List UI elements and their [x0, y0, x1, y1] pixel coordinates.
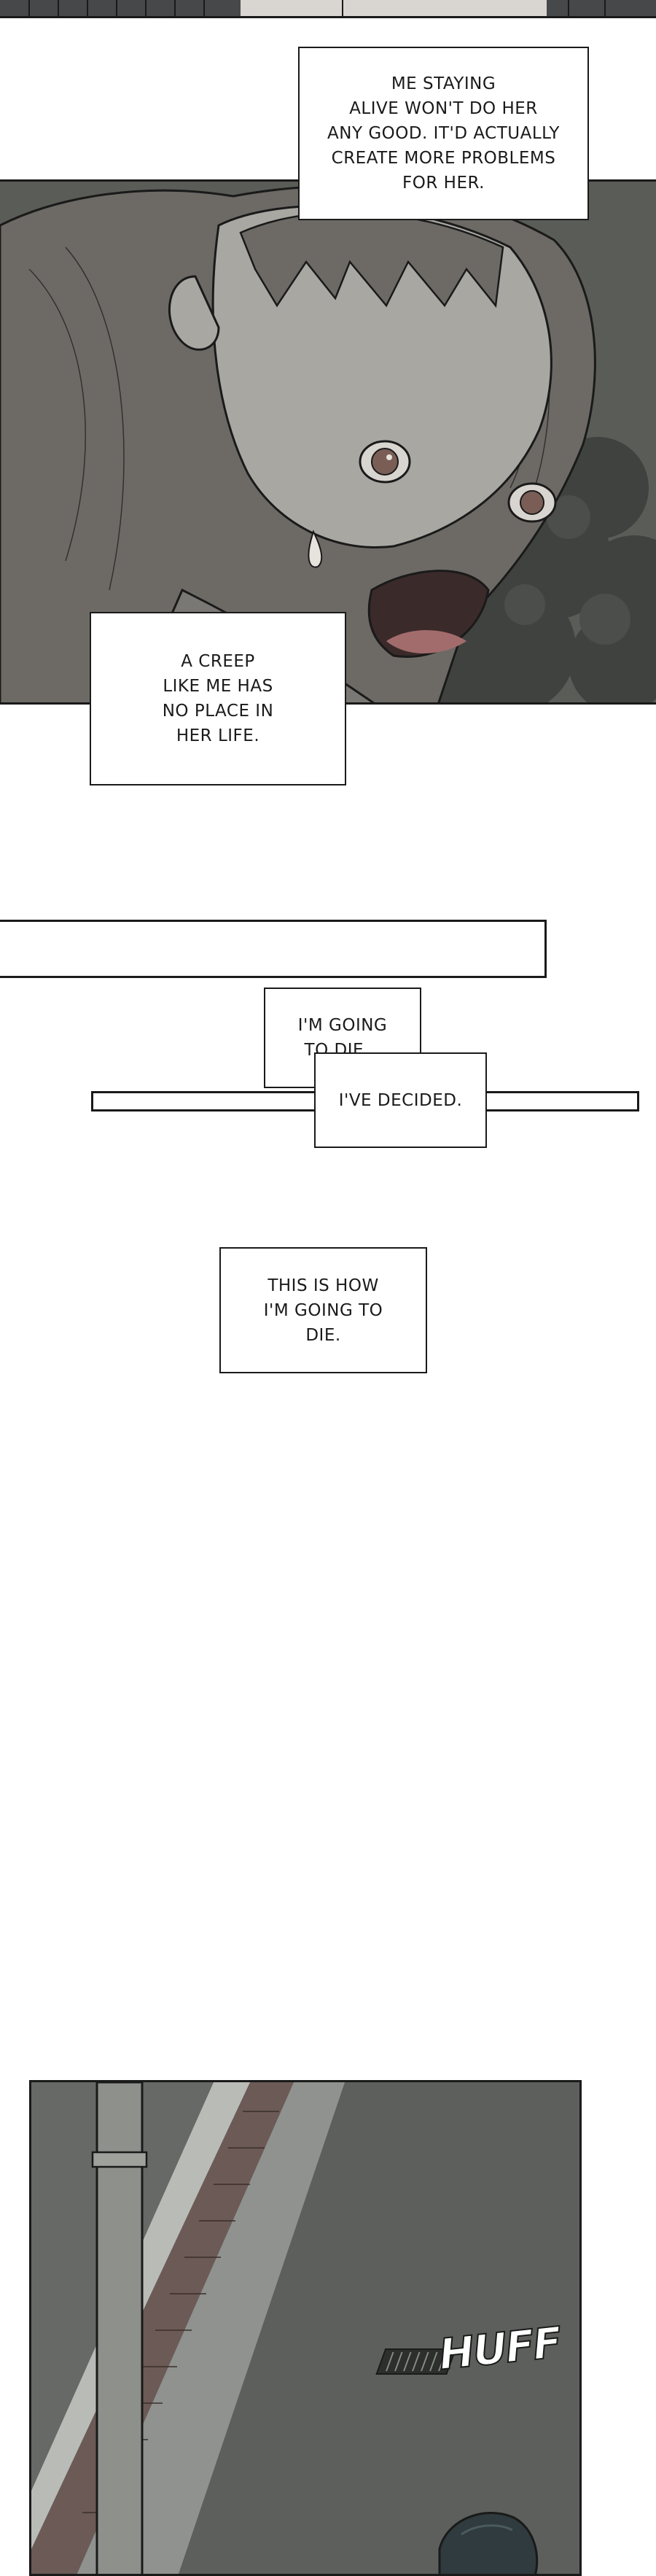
- top-panel-art: [0, 0, 656, 16]
- caption-decided: I'VE DECIDED.: [314, 1052, 487, 1148]
- top-panel-edge: [0, 0, 656, 18]
- caption-staying-alive: ME STAYING ALIVE WON'T DO HER ANY GOOD. …: [298, 47, 589, 220]
- street-panel: [29, 2080, 582, 2576]
- caption-how-to-die: THIS IS HOW I'M GOING TO DIE.: [219, 1247, 427, 1373]
- transition-bar-top: [0, 920, 547, 978]
- girl-illustration: [0, 182, 656, 702]
- street-illustration: [31, 2082, 579, 2574]
- caption-creep: A CREEP LIKE ME HAS NO PLACE IN HER LIFE…: [90, 612, 346, 785]
